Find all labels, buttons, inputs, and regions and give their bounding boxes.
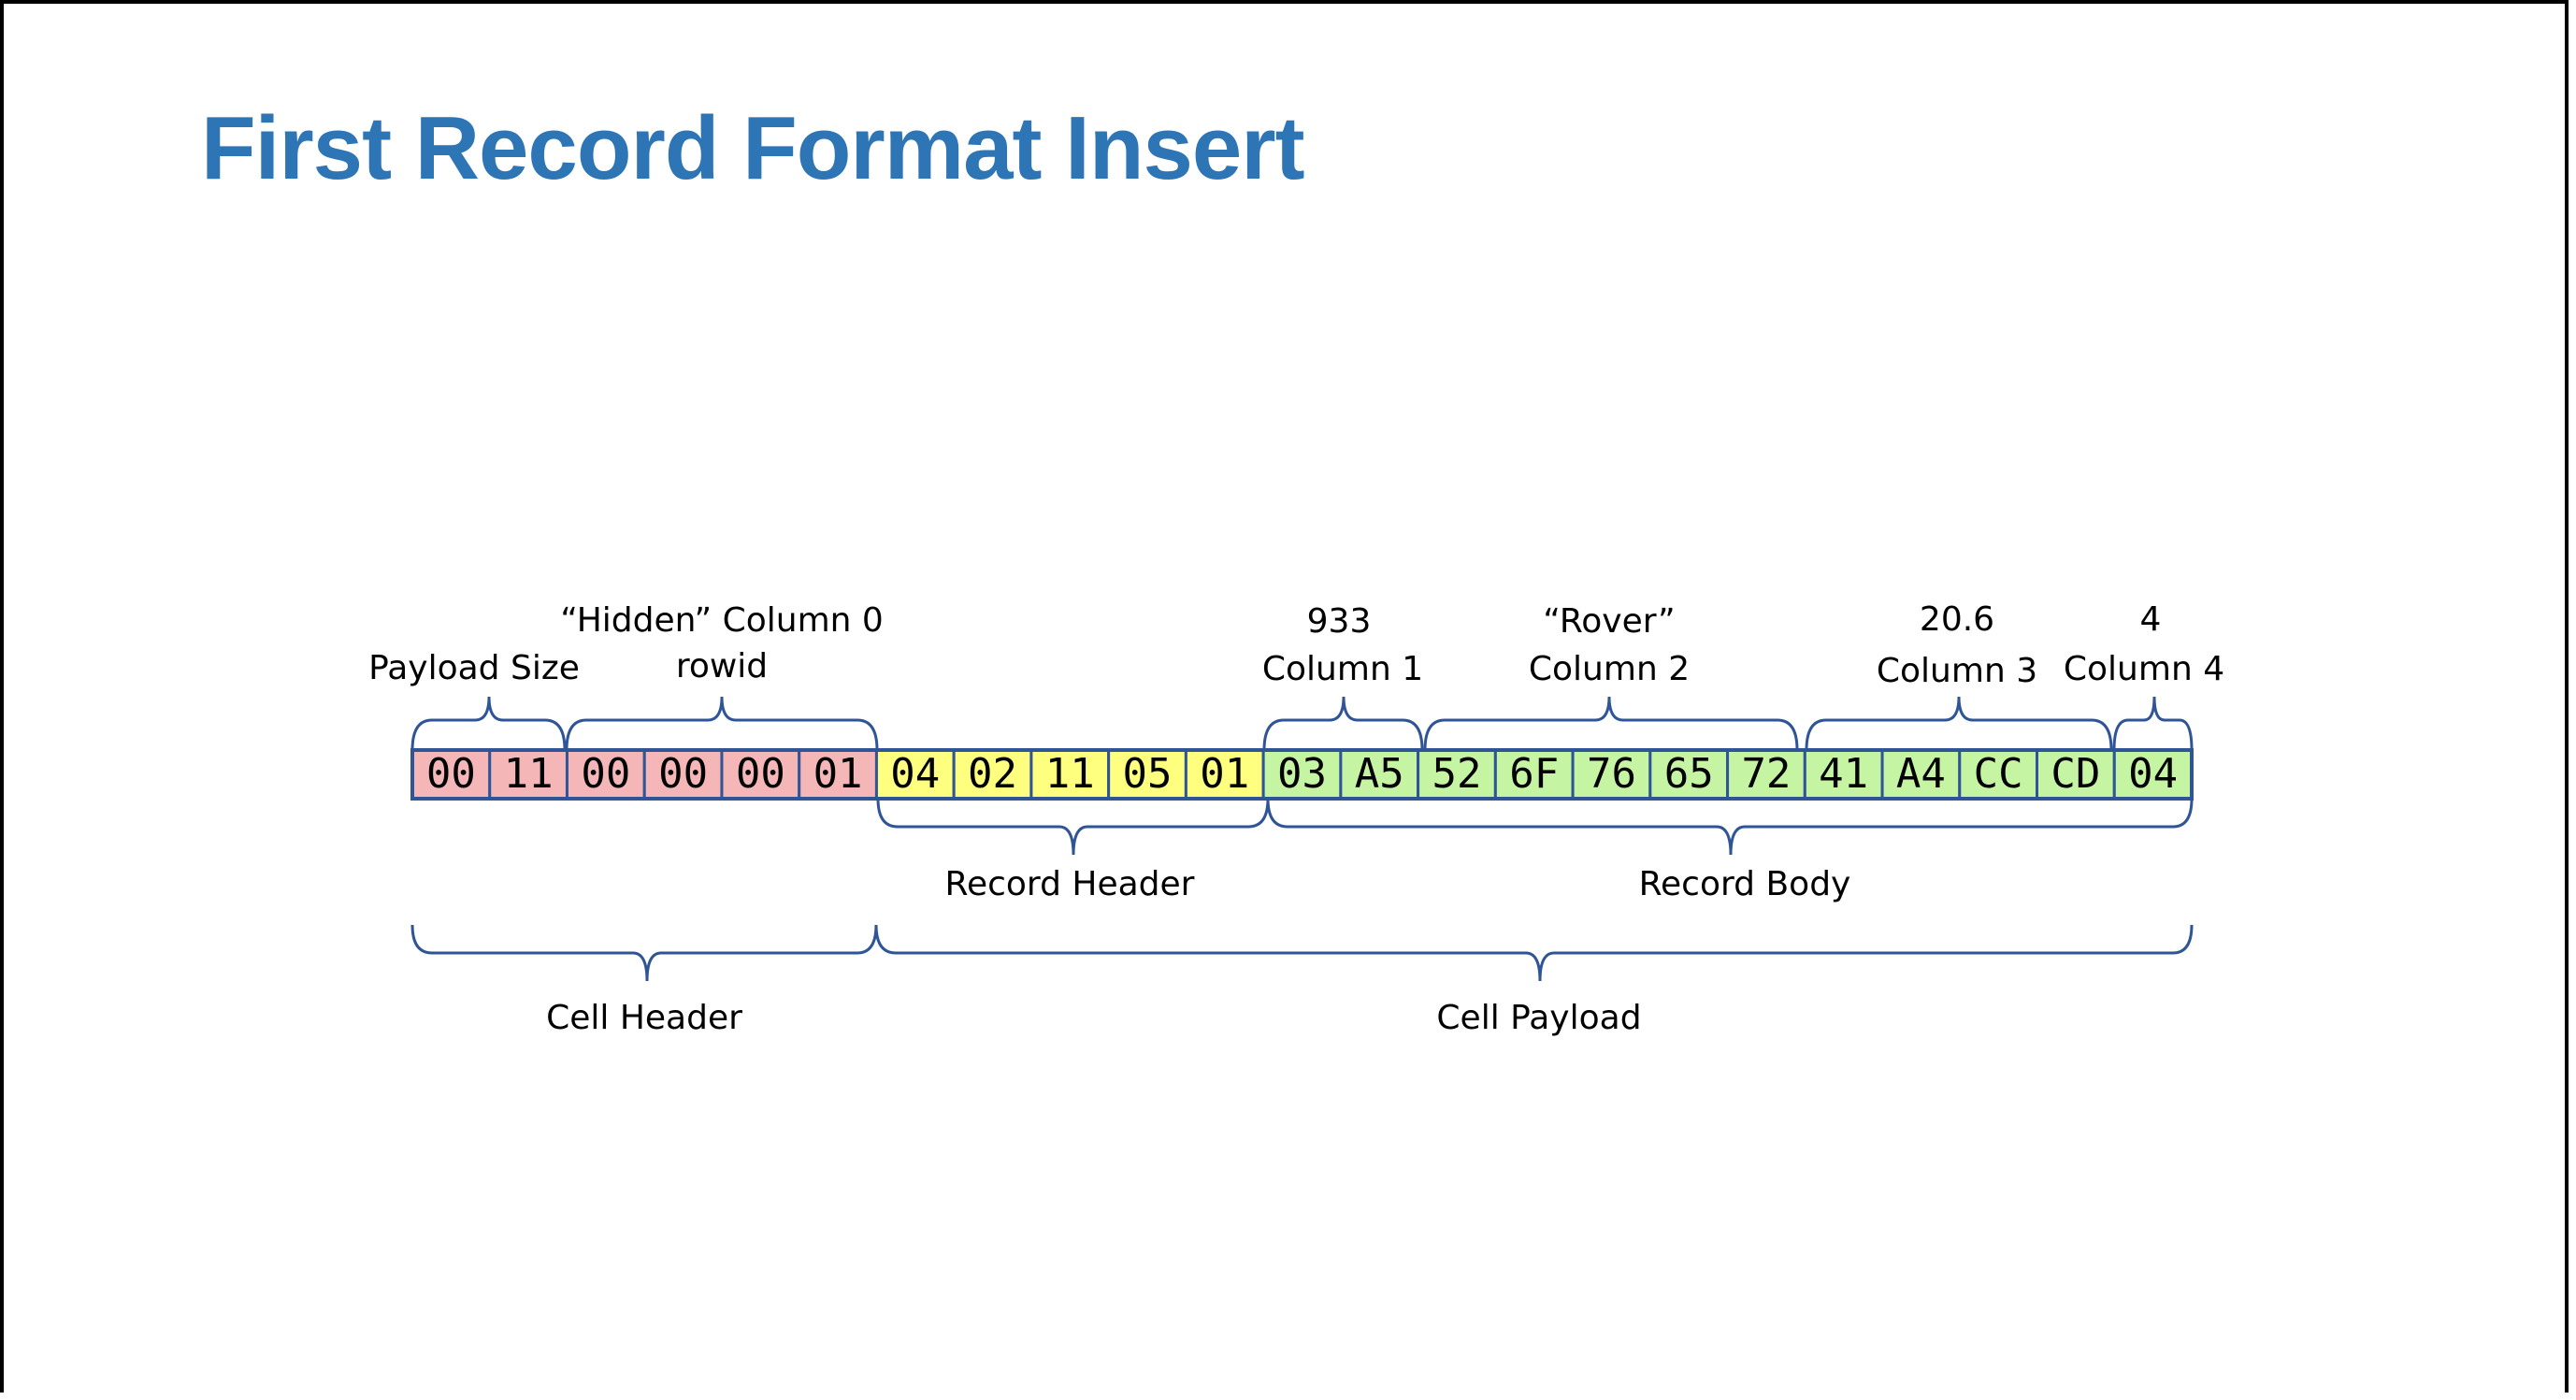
byte-cell-cell-header [410, 748, 492, 801]
record-format-diagram: 00 11 00 00 00 01 04 02 11 05 01 03 A5 52 6F 76 65 72 41 A4… [368, 600, 2224, 1037]
byte-hex-label: 76 [1587, 750, 1636, 798]
byte-hex-label: CD [2051, 750, 2100, 798]
byte-hex-label: 00 [581, 750, 630, 798]
byte-cell-record-body [1261, 748, 1343, 801]
column-1-brace [1262, 696, 1424, 751]
payload-size-label: Payload Size [368, 649, 580, 687]
byte-hex-label: 11 [504, 750, 554, 798]
rowid-label: rowid [676, 647, 768, 686]
slide-title: First Record Format Insert [201, 98, 1305, 198]
byte-hex-label: 72 [1741, 750, 1791, 798]
byte-hex-label: 6F [1509, 750, 1559, 798]
cell-header-brace [410, 924, 878, 982]
column-3-value-label: 20.6 [1920, 600, 1994, 639]
byte-cell-record-body [1493, 748, 1575, 801]
byte-hex-label: A4 [1896, 750, 1946, 798]
column-2-brace [1423, 696, 1799, 751]
payload-size-brace [410, 696, 567, 751]
byte-hex-label: 02 [968, 750, 1017, 798]
byte-hex-label: 41 [1819, 750, 1868, 798]
byte-hex-label: 04 [2128, 750, 2178, 798]
byte-hex-label: 03 [1277, 750, 1327, 798]
record-body-label: Record Body [1639, 865, 1851, 903]
byte-cell-record-body [1726, 748, 1806, 801]
byte-hex-label: A5 [1355, 750, 1404, 798]
byte-hex-label: 00 [426, 750, 476, 798]
byte-hex-label: CC [1974, 750, 2023, 798]
byte-cell-record-body [1803, 748, 1884, 801]
byte-row-frame [410, 748, 2194, 801]
byte-cell-record-body [1571, 748, 1652, 801]
byte-hex-label: 65 [1664, 750, 1714, 798]
column-4-brace [2112, 696, 2194, 751]
byte-hex-label: 11 [1045, 750, 1095, 798]
column-3-brace [1805, 696, 2113, 751]
column-1-value-label: 933 [1307, 602, 1372, 641]
byte-row: 00 11 00 00 00 01 04 02 11 05 01 03 A5 52 6F 76 65 72 41 A4… [410, 748, 2194, 801]
record-header-label: Record Header [945, 865, 1195, 903]
byte-hex-label: 00 [658, 750, 708, 798]
byte-hex-label: 04 [890, 750, 940, 798]
record-body-brace [1266, 798, 2194, 856]
byte-hex-label: 01 [813, 750, 863, 798]
column-4-label: Column 4 [2064, 650, 2224, 688]
column-1-label: Column 1 [1262, 650, 1423, 688]
cell-header-label: Cell Header [546, 999, 742, 1037]
byte-hex-label: 05 [1123, 750, 1173, 798]
byte-hex-label: 52 [1432, 750, 1481, 798]
column-4-value-label: 4 [2140, 600, 2162, 639]
column-3-label: Column 3 [1877, 652, 2037, 690]
byte-hex-label: 01 [1200, 750, 1249, 798]
byte-cell-record-body [1648, 748, 1730, 801]
byte-cell-cell-header [565, 748, 646, 801]
hidden-column-label: “Hidden” Column 0 [560, 601, 884, 640]
record-header-brace [876, 798, 1270, 856]
cell-payload-label: Cell Payload [1436, 999, 1641, 1037]
byte-hex-label: 00 [736, 750, 785, 798]
column-2-label: Column 2 [1529, 650, 1690, 688]
column-2-value-label: “Rover” [1543, 602, 1675, 641]
rowid-brace [565, 696, 879, 751]
cell-payload-brace [874, 924, 2194, 982]
